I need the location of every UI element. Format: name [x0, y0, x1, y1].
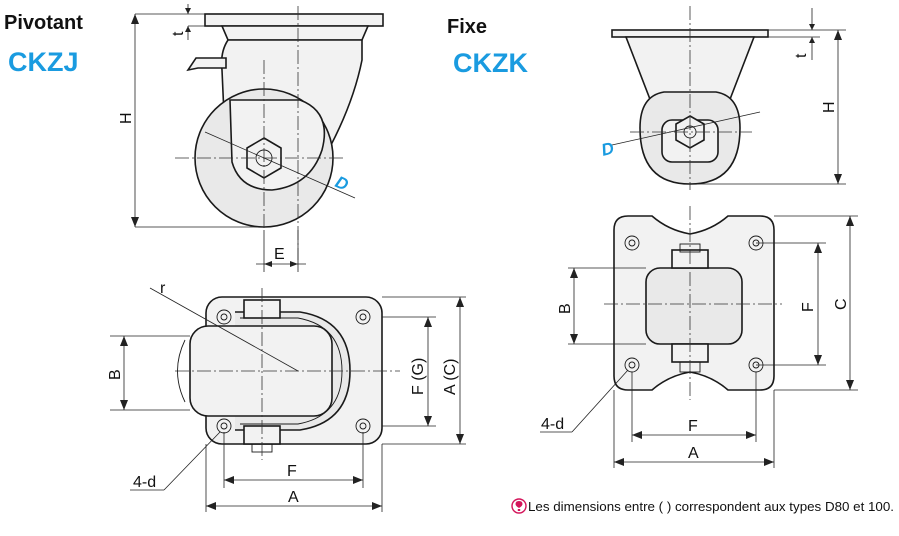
swivel-side-view: [131, 4, 384, 272]
note-text: Les dimensions entre ( ) correspondent a…: [528, 499, 894, 514]
dim-r-swivel: r: [160, 280, 166, 297]
dim-t-fixed: t: [793, 53, 810, 58]
dim-C-fixed: C: [833, 298, 850, 310]
dim-AC-swivel: A (C): [442, 359, 459, 395]
dim-t-swivel: t: [170, 31, 187, 36]
dim-F-fixed-vert: F: [800, 302, 817, 312]
dim-H-swivel: H: [118, 112, 135, 124]
dim-H-fixed: H: [821, 101, 838, 113]
dim-A-swivel: A: [288, 489, 299, 506]
fixed-top-view: [540, 206, 858, 468]
dim-A-fixed: A: [688, 445, 699, 462]
dim-4d-fixed: 4-d: [541, 416, 564, 433]
dim-4d-swivel: 4-d: [133, 474, 156, 491]
dim-D-fixed: D: [599, 138, 616, 159]
swivel-top-view: [110, 287, 466, 512]
swivel-title: Pivotant: [4, 12, 83, 34]
fixed-title: Fixe: [447, 16, 487, 38]
swivel-code: CKZJ: [8, 47, 79, 77]
dim-D-swivel: D: [332, 172, 351, 194]
dim-F-fixed-horiz: F: [688, 418, 698, 435]
fixed-code: CKZK: [453, 48, 528, 78]
dim-F-swivel: F: [287, 463, 297, 480]
dim-FG-swivel: F (G): [410, 358, 427, 395]
dim-E-swivel: E: [274, 246, 285, 263]
dim-B-fixed: B: [557, 303, 574, 314]
fixed-side-view: [611, 6, 846, 190]
note-icon: [511, 498, 527, 514]
dim-B-swivel: B: [107, 369, 124, 380]
